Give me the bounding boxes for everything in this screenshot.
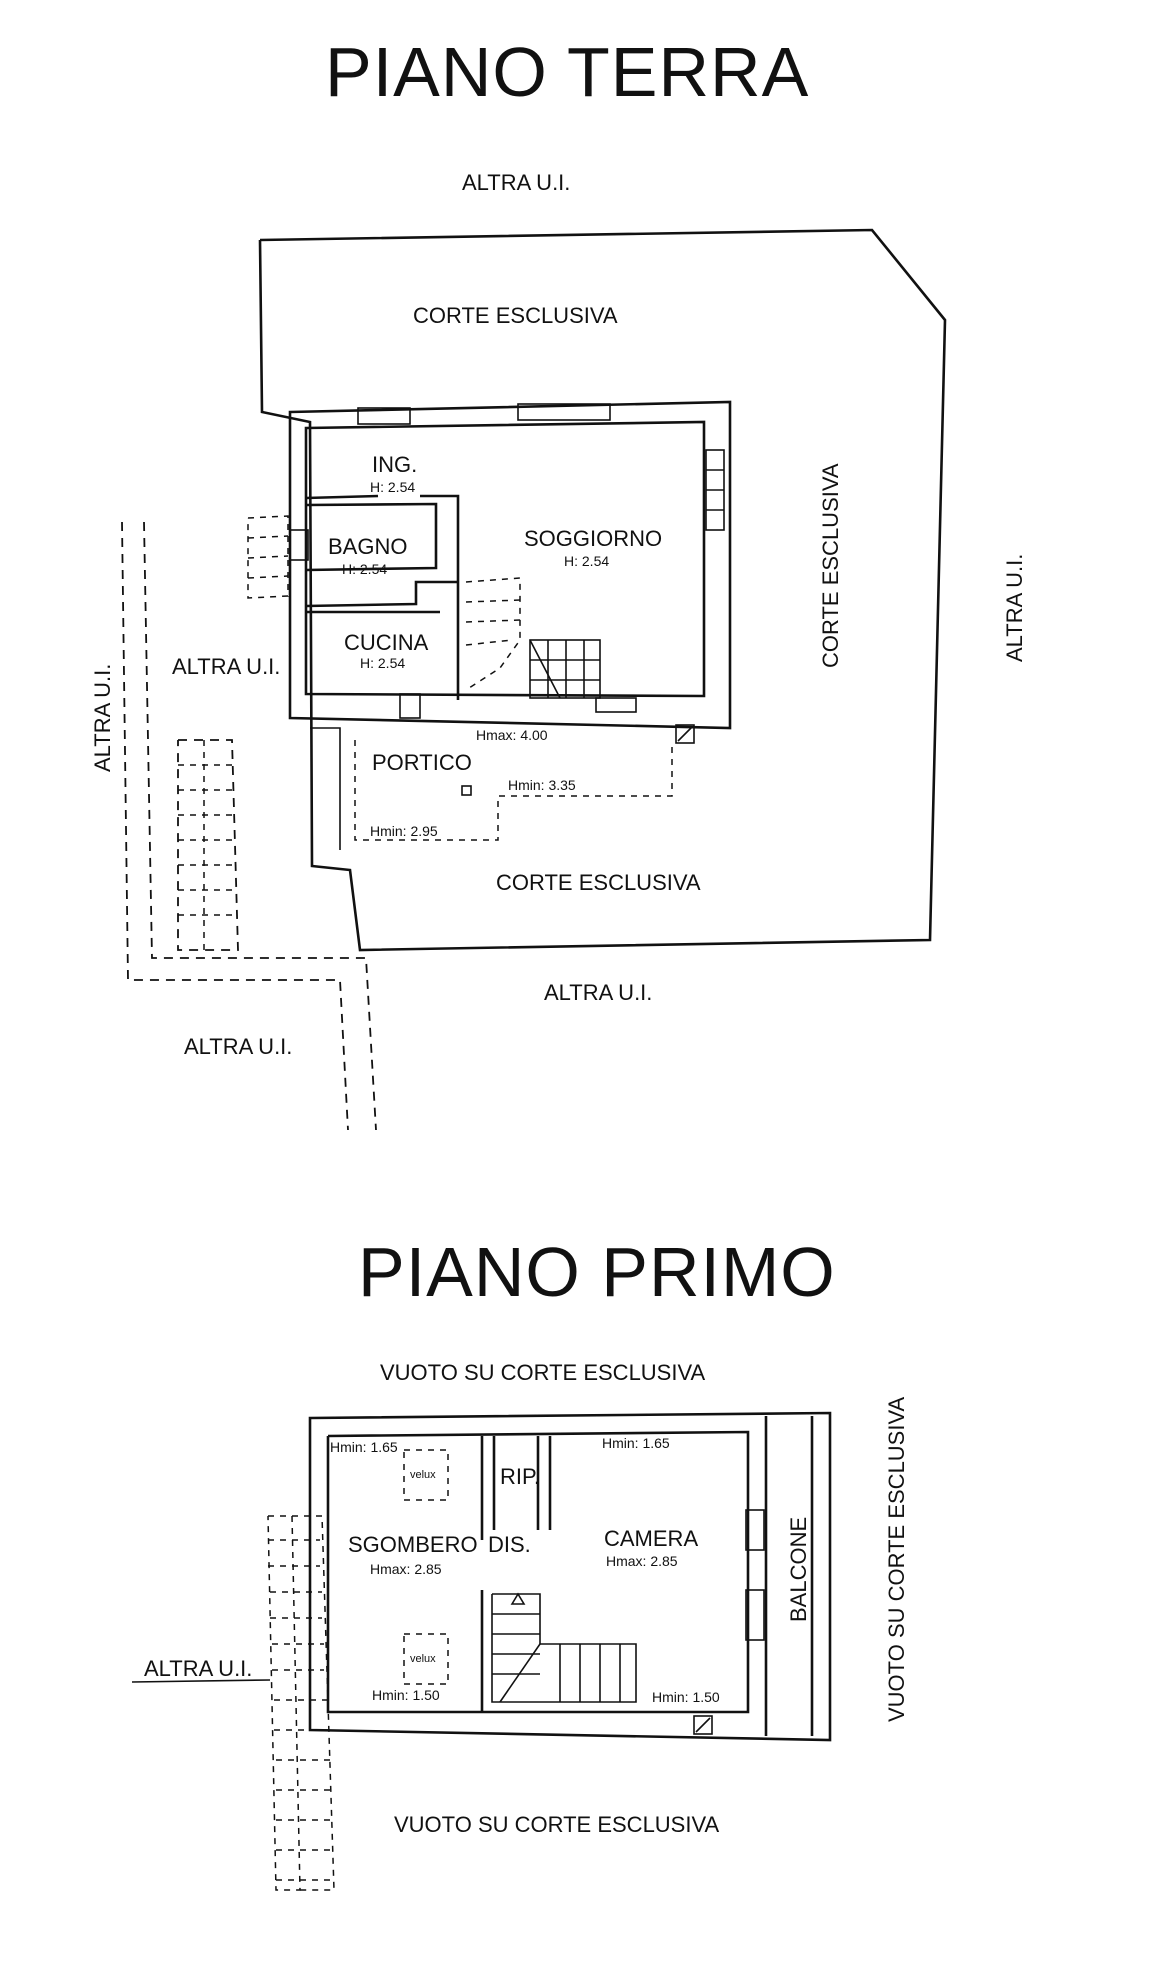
camera-hmin-bottom: Hmin: 1.50 <box>652 1689 720 1705</box>
sgombero-hmin-bottom: Hmin: 1.50 <box>372 1687 440 1703</box>
room-name-portico: PORTICO <box>372 750 472 775</box>
label-vuoto-bottom: VUOTO SU CORTE ESCLUSIVA <box>394 1812 720 1837</box>
camera-hmax: Hmax: 2.85 <box>606 1553 678 1569</box>
label-corte-esclusiva-bottom: CORTE ESCLUSIVA <box>496 870 701 895</box>
portico-wall <box>310 727 341 850</box>
room-height-ingresso: H: 2.54 <box>370 479 415 495</box>
camera-hmin-top: Hmin: 1.65 <box>602 1435 670 1451</box>
room-height-soggiorno: H: 2.54 <box>564 553 609 569</box>
velux-label-lower: velux <box>410 1653 436 1665</box>
first-floor-outer-wall <box>308 1411 832 1742</box>
room-name-balcone: BALCONE <box>786 1517 811 1622</box>
room-name-bagno: BAGNO <box>328 534 407 559</box>
room-name-camera: CAMERA <box>604 1526 698 1551</box>
door-cucina <box>399 693 421 719</box>
room-name-disimpegno: DIS. <box>488 1532 531 1557</box>
first-floor-inner-wall <box>326 1430 750 1714</box>
leader-line-altra-ui <box>131 1679 271 1683</box>
room-height-bagno: H: 2.54 <box>342 561 387 577</box>
window-camera-lower <box>745 1589 765 1641</box>
portico-column <box>461 785 472 796</box>
lot-boundary <box>258 228 947 952</box>
label-corte-esclusiva-top: CORTE ESCLUSIVA <box>413 303 618 328</box>
external-stair-ground <box>247 515 289 599</box>
room-name-cucina: CUCINA <box>344 630 429 655</box>
label-altra-ui-right: ALTRA U.I. <box>1002 554 1027 662</box>
window-top-left <box>357 407 411 425</box>
ground-floor-title: PIANO TERRA <box>325 33 809 111</box>
room-name-ingresso: ING. <box>372 452 417 477</box>
label-vuoto-top: VUOTO SU CORTE ESCLUSIVA <box>380 1360 706 1385</box>
staircase-first <box>491 1592 637 1703</box>
sgombero-hmin-top: Hmin: 1.65 <box>330 1439 398 1455</box>
portico-hmin-right: Hmin: 3.35 <box>508 777 576 793</box>
chimney-first <box>693 1715 713 1735</box>
staircase-ground <box>465 577 601 699</box>
external-stair-first <box>267 1515 335 1891</box>
label-altra-ui-top: ALTRA U.I. <box>462 170 570 195</box>
room-name-sgombero: SGOMBERO <box>348 1532 478 1557</box>
sgombero-hmax: Hmax: 2.85 <box>370 1561 442 1577</box>
velux-label-upper: velux <box>410 1469 436 1481</box>
portico-outline <box>354 740 673 841</box>
wall-ingresso-right <box>420 494 460 700</box>
chimney-ground <box>675 724 695 744</box>
label-altra-ui-bottom-left: ALTRA U.I. <box>184 1034 292 1059</box>
room-name-ripostiglio: RIP. <box>500 1464 540 1489</box>
window-camera-upper <box>745 1509 765 1551</box>
label-vuoto-right: VUOTO SU CORTE ESCLUSIVA <box>884 1396 909 1722</box>
first-floor-title: PIANO PRIMO <box>358 1233 836 1311</box>
portico-hmin-left: Hmin: 2.95 <box>370 823 438 839</box>
wall-cucina-top <box>305 580 458 608</box>
window-bagno <box>289 529 309 561</box>
room-name-soggiorno: SOGGIORNO <box>524 526 662 551</box>
wall-ingresso <box>305 494 379 500</box>
portico-hmax: Hmax: 4.00 <box>476 727 548 743</box>
window-top-right <box>517 403 611 421</box>
neighbour-dashed-path <box>121 521 377 1131</box>
label-altra-ui-first-left: ALTRA U.I. <box>144 1656 252 1681</box>
label-altra-ui-left-inner: ALTRA U.I. <box>172 654 280 679</box>
label-corte-esclusiva-right: CORTE ESCLUSIVA <box>818 463 843 668</box>
label-altra-ui-left-outer: ALTRA U.I. <box>90 664 115 772</box>
wall-bagno <box>305 502 438 572</box>
label-altra-ui-bottom: ALTRA U.I. <box>544 980 652 1005</box>
door-soggiorno <box>595 697 637 713</box>
house-outer-wall <box>288 400 732 730</box>
room-height-cucina: H: 2.54 <box>360 655 405 671</box>
